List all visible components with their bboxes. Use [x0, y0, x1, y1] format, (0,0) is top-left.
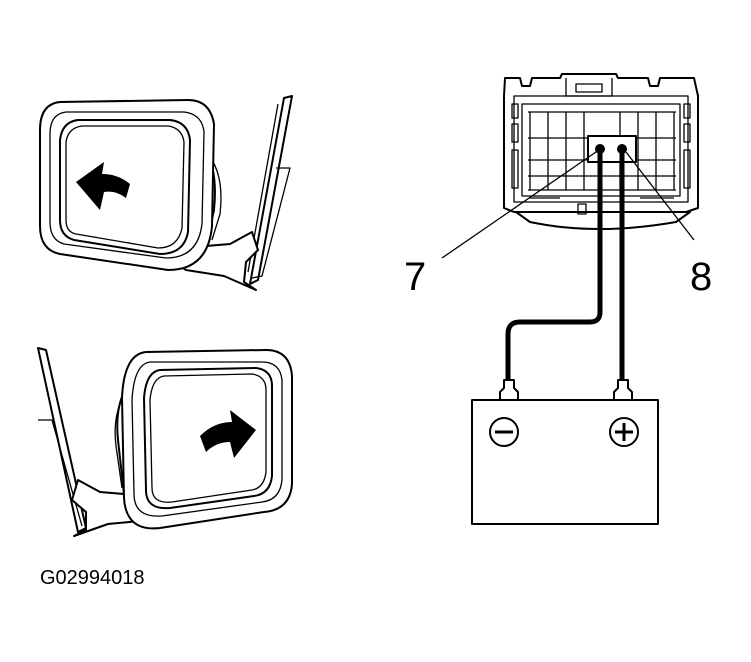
positive-icon [609, 417, 639, 447]
callout-leader-8 [625, 151, 695, 241]
callout-leader-7 [441, 151, 597, 259]
negative-lead-wire [505, 147, 603, 387]
battery [471, 379, 659, 525]
mirror-top [39, 95, 293, 291]
negative-icon [489, 417, 519, 447]
arrow-left-icon [76, 162, 130, 210]
callout-8: 8 [690, 255, 712, 299]
mirror-bottom [37, 347, 293, 537]
figure-code: G02994018 [40, 567, 145, 589]
callout-7: 7 [404, 255, 426, 299]
mirror-connector [503, 73, 699, 230]
arrow-right-icon [200, 410, 256, 458]
